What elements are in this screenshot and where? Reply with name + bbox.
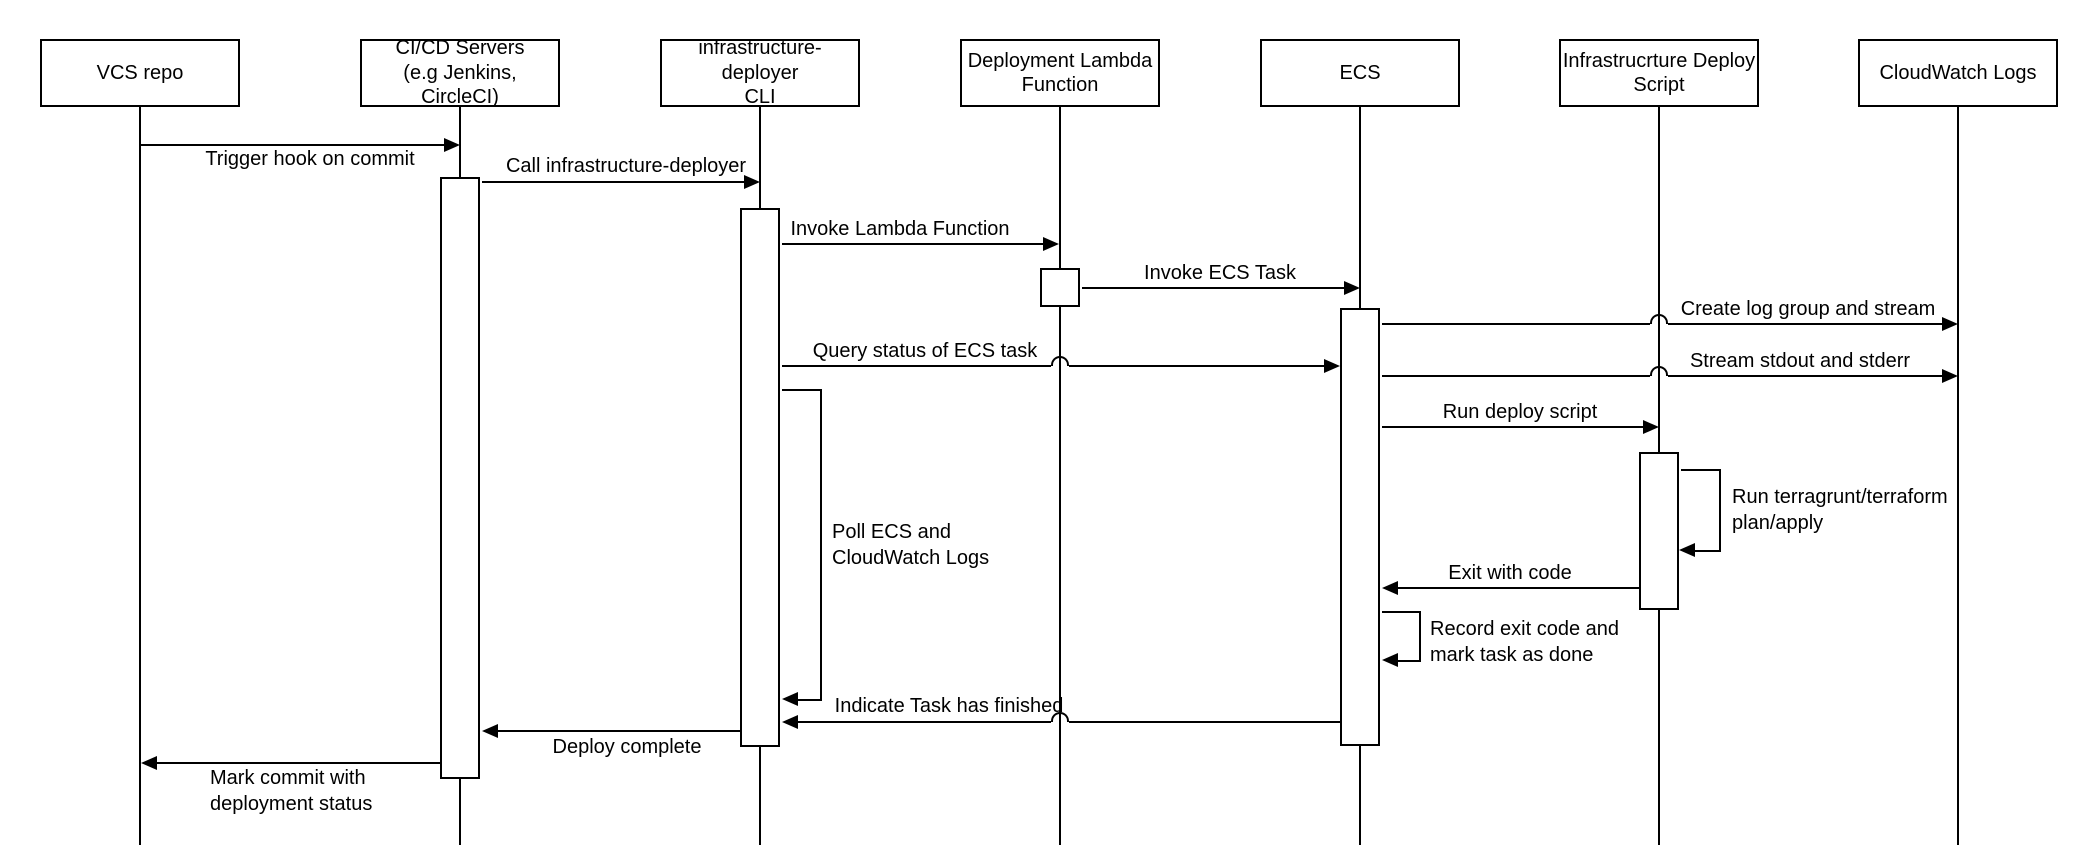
activation-ecs[interactable] [1340,308,1380,746]
message-line[interactable] [798,721,1051,723]
arrowhead [1382,653,1398,667]
message-label[interactable]: Run terragrunt/terraform plan/apply [1732,486,1948,534]
actor-vcs-repo[interactable]: VCS repo [40,39,240,107]
arrowhead [1942,369,1958,383]
message-line[interactable] [1382,323,1650,325]
message-line[interactable] [1069,365,1324,367]
arrowhead [782,715,798,729]
message-label[interactable]: Poll ECS and CloudWatch Logs [832,521,990,569]
message-label[interactable]: Call infrastructure-deployer [505,155,747,177]
line-hop [1051,712,1069,722]
arrowhead [782,692,798,706]
activation-cicd-servers[interactable] [440,177,480,779]
arrowhead [444,138,460,152]
message-label[interactable]: Exit with code [1448,562,1572,584]
message-line[interactable] [1382,426,1645,428]
message-line[interactable] [1719,469,1721,552]
activation-cli[interactable] [740,208,780,747]
message-line[interactable] [798,699,822,701]
actor-cicd-servers[interactable]: CI/CD Servers (e.g Jenkins, CircleCI) [360,37,560,108]
message-line[interactable] [157,762,440,764]
message-line[interactable] [482,181,744,183]
message-label[interactable]: Mark commit with deployment status [210,767,373,815]
message-line[interactable] [1382,611,1421,613]
lifeline-cloudwatch-logs[interactable] [1957,107,1959,845]
message-line[interactable] [782,243,1043,245]
message-label[interactable]: Trigger hook on commit [205,148,415,170]
arrowhead [482,724,498,738]
message-line[interactable] [1668,323,1942,325]
activation-deploy-script[interactable] [1639,452,1679,610]
message-line[interactable] [782,365,1051,367]
arrowhead [1324,359,1340,373]
arrowhead [1643,420,1659,434]
message-label[interactable]: Indicate Task has finished [834,695,1064,717]
message-line[interactable] [1069,721,1340,723]
message-label[interactable]: Invoke Lambda Function [790,218,1010,240]
line-hop [1650,366,1668,376]
message-line[interactable] [1398,660,1421,662]
message-label[interactable]: Deploy complete [552,736,702,758]
message-label[interactable]: Invoke ECS Task [1144,262,1296,284]
message-line[interactable] [498,730,740,732]
message-line[interactable] [141,144,444,146]
message-label[interactable]: Query status of ECS task [812,340,1038,362]
message-line[interactable] [820,389,822,701]
message-line[interactable] [1082,287,1344,289]
arrowhead [1043,237,1059,251]
actor-infrastructure-deployer-cli[interactable]: infrastructure-deployer CLI [660,37,860,108]
activation-lambda[interactable] [1040,268,1080,307]
message-line[interactable] [1398,587,1639,589]
arrowhead [1382,581,1398,595]
actor-infrastructure-deploy-script[interactable]: Infrastrucrture Deploy Script [1559,39,1759,107]
message-line[interactable] [1419,611,1421,662]
message-line[interactable] [782,389,822,391]
message-label[interactable]: Record exit code and mark task as done [1430,618,1620,666]
actor-ecs[interactable]: ECS [1260,39,1460,107]
message-line[interactable] [1695,550,1721,552]
actor-cloudwatch-logs[interactable]: CloudWatch Logs [1858,39,2058,107]
message-label[interactable]: Create log group and stream [1680,298,1936,320]
message-label[interactable]: Run deploy script [1442,401,1598,423]
arrowhead [141,756,157,770]
line-hop [1051,356,1069,366]
message-label[interactable]: Stream stdout and stderr [1689,350,1911,372]
message-line[interactable] [1382,375,1650,377]
arrowhead [1679,543,1695,557]
lifeline-deployment-lambda-function[interactable] [1059,107,1061,845]
message-line[interactable] [1681,469,1721,471]
message-line[interactable] [1668,375,1942,377]
actor-deployment-lambda-function[interactable]: Deployment Lambda Function [960,39,1160,107]
lifeline-vcs-repo[interactable] [139,107,141,845]
arrowhead [744,175,760,189]
arrowhead [1942,317,1958,331]
arrowhead [1344,281,1360,295]
line-hop [1650,314,1668,324]
